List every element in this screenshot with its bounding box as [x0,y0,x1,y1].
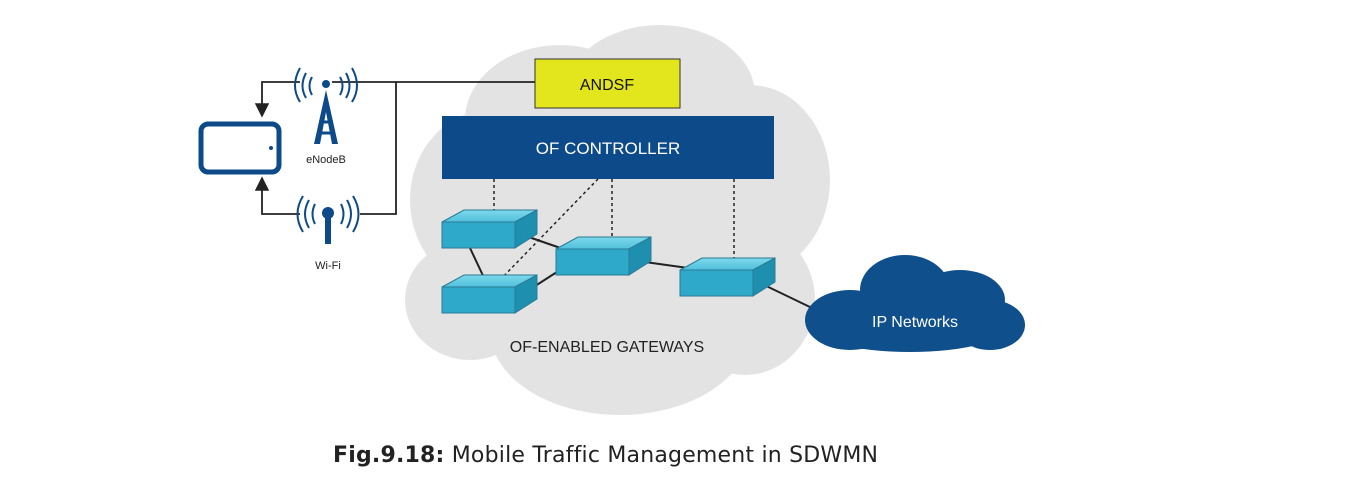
figure-caption: Fig.9.18: Mobile Traffic Management in S… [333,443,1033,468]
andsf-label: ANDSF [580,77,634,94]
of-switch [555,236,652,276]
wifi-label: Wi-Fi [315,260,341,272]
gateways-label: OF-ENABLED GATEWAYS [510,339,704,356]
andsf-box [534,58,681,109]
of-switch [679,257,776,297]
figure-number: Fig.9.18: [333,443,445,468]
enodeb-label: eNodeB [306,154,346,166]
tablet-icon [198,121,282,175]
of-controller-label: OF CONTROLLER [536,139,681,158]
of-controller-box [442,116,774,179]
ip-networks-label: IP Networks [872,314,958,331]
control-links [493,178,735,283]
figure-title: Mobile Traffic Management in SDWMN [444,443,879,468]
tablet-arrows [254,81,300,215]
wifi-antenna-icon [296,195,360,244]
access-links [332,81,535,215]
enodeb-tower-icon [294,67,358,144]
of-switch [441,274,538,314]
ip-networks-cloud [805,255,1025,352]
of-switch [441,209,538,249]
